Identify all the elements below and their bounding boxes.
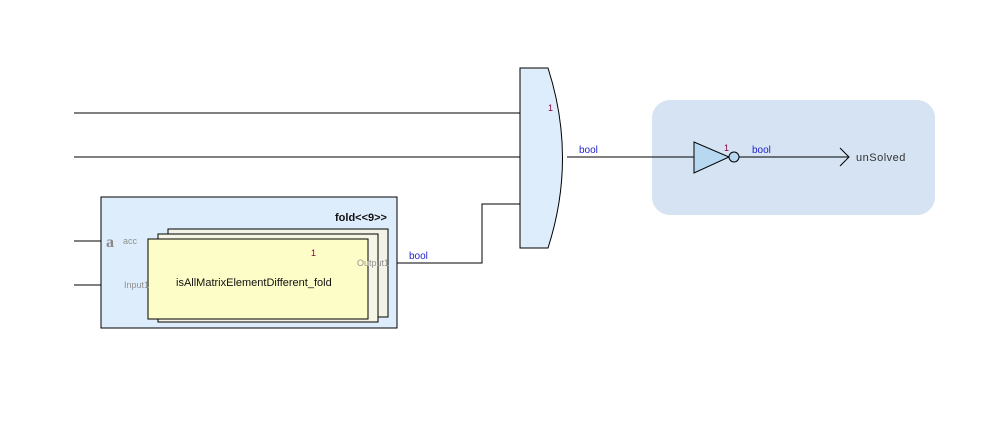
and-output-type-label: bool bbox=[579, 145, 598, 156]
output-port-name: unSolved bbox=[856, 152, 906, 164]
not-output-type-label: bool bbox=[752, 145, 771, 156]
fold-output-wire[interactable] bbox=[397, 203, 520, 264]
fold-output-type-label: bool bbox=[409, 251, 428, 262]
output-port-label: Output1 bbox=[357, 258, 389, 268]
operator-block[interactable] bbox=[147, 238, 369, 320]
input-port-label: Input1 bbox=[124, 280, 149, 290]
and-gate-instance-number: 1 bbox=[548, 103, 553, 113]
not-gate[interactable] bbox=[693, 141, 731, 174]
output-port-arrow-icon[interactable] bbox=[839, 147, 850, 167]
not-gate-instance-number: 1 bbox=[724, 143, 729, 153]
operator-instance-number: 1 bbox=[311, 248, 316, 258]
and-gate[interactable] bbox=[519, 67, 563, 249]
acc-port-label: acc bbox=[123, 236, 138, 246]
operator-name: isAllMatrixElementDifferent_fold bbox=[176, 277, 332, 289]
not-gate-inversion-bubble bbox=[728, 151, 740, 163]
accumulator-icon: a bbox=[106, 234, 114, 251]
fold-block-title: fold<<9>> bbox=[335, 212, 387, 224]
